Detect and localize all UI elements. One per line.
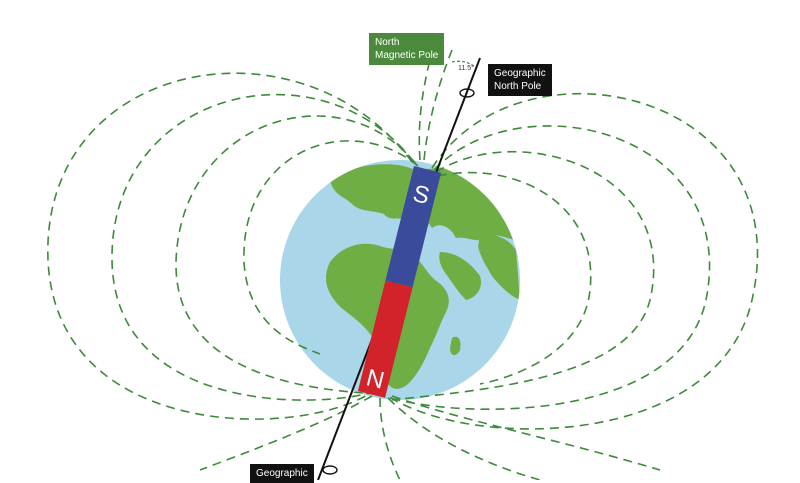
north-magnetic-pole-label: North Magnetic Pole — [369, 33, 445, 65]
geographic-north-pole-label-line2: North Pole — [494, 81, 542, 92]
field-line — [47, 72, 413, 420]
field-line — [175, 115, 417, 395]
field-line — [243, 140, 419, 355]
geographic-south-pole-label: Geographic — [250, 464, 314, 483]
magnet-south-half — [385, 165, 442, 288]
tilt-angle-arc — [451, 60, 475, 67]
geographic-north-pole-label-line1: Geographic — [494, 68, 546, 79]
rotation-arrow-south — [322, 465, 338, 475]
bar-magnet: S N — [357, 165, 442, 398]
field-line — [379, 397, 401, 480]
geographic-south-pole-label-line1: Geographic — [256, 468, 308, 479]
magnet-north-half — [357, 280, 413, 398]
north-magnetic-pole-label-line1: North — [375, 37, 400, 48]
field-line — [391, 150, 655, 401]
tilt-angle-label: 11.5° — [458, 64, 474, 72]
field-line — [111, 93, 415, 401]
rotation-arrow-north — [459, 88, 475, 98]
north-magnetic-pole-label-line2: Magnetic Pole — [375, 50, 439, 61]
field-line — [391, 395, 661, 471]
magnet-north-letter: N — [364, 364, 387, 394]
field-line — [418, 59, 431, 161]
field-line — [387, 397, 541, 480]
magnet-south-letter: S — [410, 180, 432, 210]
field-line — [199, 395, 373, 471]
geographic-north-pole-label: Geographic North Pole — [488, 64, 552, 96]
field-line — [389, 125, 711, 410]
field-line — [437, 171, 592, 385]
